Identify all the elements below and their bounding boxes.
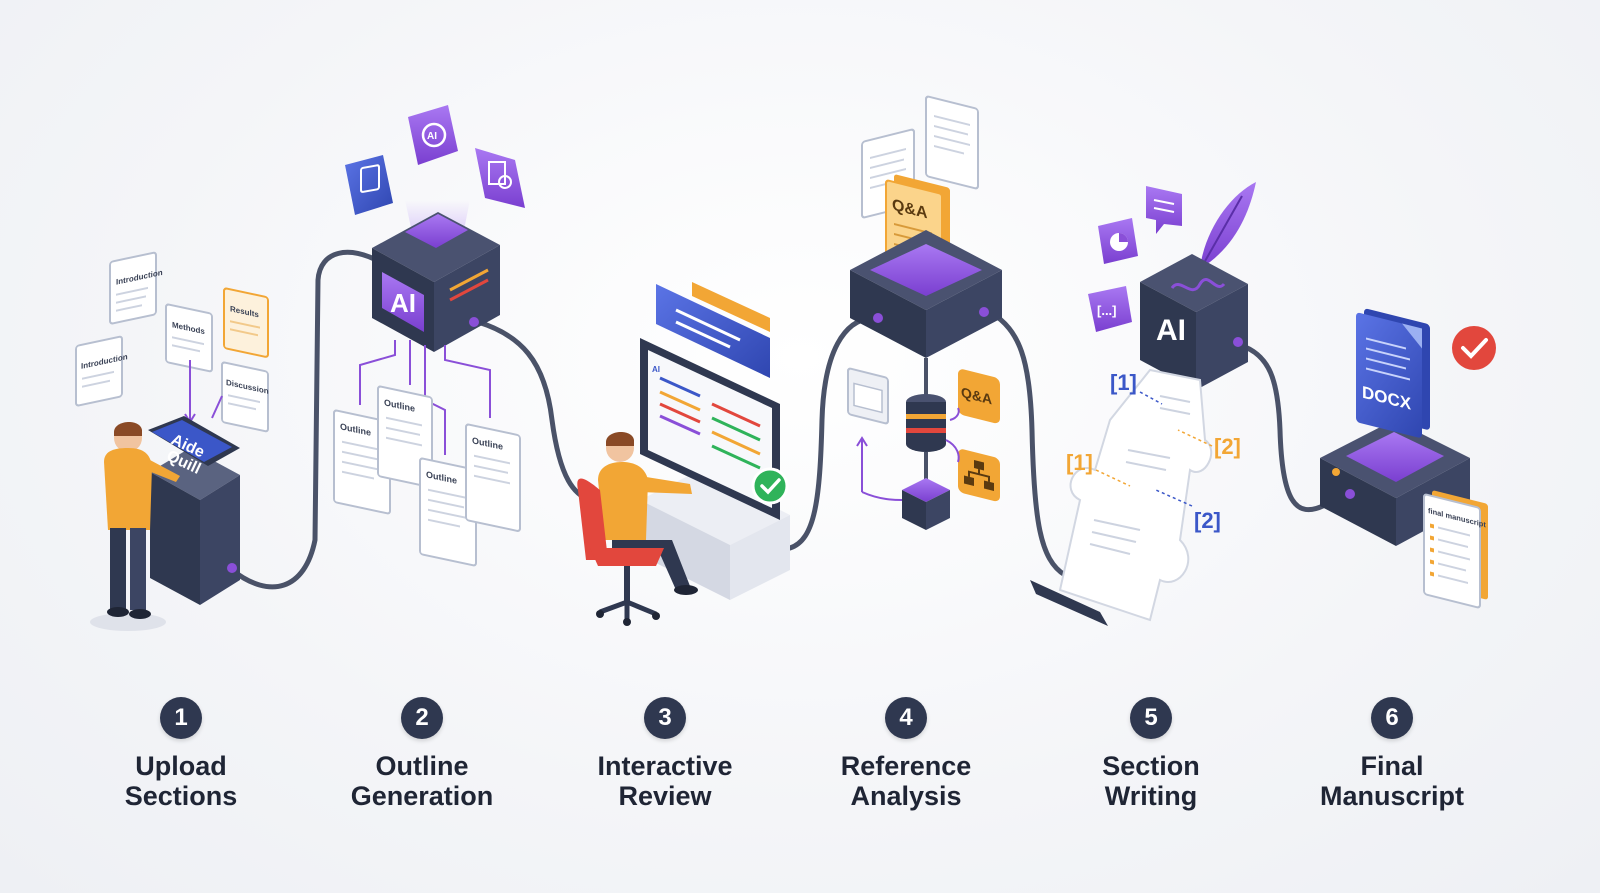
branch-arrows — [359, 340, 491, 455]
doc-results: Results — [223, 287, 269, 358]
output-cube — [902, 478, 950, 530]
chat-bubble-icon — [1146, 186, 1182, 234]
step-title-line2: Generation — [350, 781, 494, 811]
step-title-line2: Review — [618, 781, 712, 811]
connector-cables — [229, 249, 1328, 590]
step-title-line1: Reference — [840, 751, 972, 781]
qa-badge-icon: Q&A — [958, 369, 1000, 424]
approved-check-icon — [1452, 326, 1496, 370]
monitor: AI — [640, 338, 780, 520]
step-4: 4 Reference Analysis — [786, 697, 1026, 811]
step-title-line2: Writing — [1104, 781, 1198, 811]
outline-doc-3: Outline — [419, 457, 477, 567]
floating-panel-orange — [692, 282, 770, 332]
qa-badge-label: Q&A — [961, 385, 992, 409]
final-manuscript-doc: final manuscript — [1423, 490, 1488, 609]
folder-icon — [847, 367, 889, 425]
paper-scroll — [1030, 368, 1213, 626]
ellipsis-bubble-label: [...] — [1097, 303, 1117, 318]
step-2: 2 Outline Generation — [302, 697, 542, 811]
citation-1-blue: [1] — [1110, 370, 1137, 395]
step-title-line2: Sections — [124, 781, 238, 811]
step-5: 5 Section Writing — [1031, 697, 1271, 811]
person-user — [90, 421, 180, 631]
step-title-line1: Interactive — [597, 751, 733, 781]
step-number-badge: 6 — [1371, 697, 1413, 739]
stage-1-illustration: Introduction Methods Results Introductio… — [75, 251, 269, 631]
outline-doc-1: Outline — [333, 409, 391, 515]
ai-writer-box: AI — [1140, 254, 1248, 390]
ai-settings-icon: AI — [408, 105, 458, 165]
doc-discussion: Discussion — [221, 361, 269, 433]
step-number-badge: 1 — [160, 697, 202, 739]
doc-methods: Methods — [165, 303, 213, 373]
ai-writer-label: AI — [1156, 314, 1186, 347]
step-title-line1: Upload — [135, 751, 227, 781]
cable-5-6 — [1237, 342, 1328, 513]
step-number-badge: 2 — [401, 697, 443, 739]
cable-3-4 — [787, 315, 875, 551]
upload-kiosk: Aide Quill — [148, 416, 240, 605]
citation-2-blue: [2] — [1194, 508, 1221, 533]
stage-3-illustration: AI — [577, 282, 790, 626]
docx-file-icon: DOCX — [1356, 308, 1430, 438]
ai-icon-label: AI — [427, 131, 437, 142]
sitemap-icon — [958, 449, 1000, 502]
step-title-line2: Analysis — [850, 781, 962, 811]
citation-1-orange: [1] — [1066, 450, 1093, 475]
cable-4-5 — [987, 309, 1068, 578]
step-number-badge: 3 — [644, 697, 686, 739]
step-number-badge: 5 — [1130, 697, 1172, 739]
reference-doc-2 — [925, 95, 979, 190]
step-number-badge: 4 — [885, 697, 927, 739]
stage-4-illustration: Q&A — [847, 95, 1002, 530]
doc-introduction-2: Introduction — [75, 335, 128, 407]
step-title-line1: Final — [1360, 751, 1424, 781]
document-icon — [345, 155, 393, 215]
screen-logo: AI — [652, 365, 660, 374]
search-document-icon — [475, 148, 525, 208]
step-1: 1 Upload Sections — [61, 697, 301, 811]
step-3: 3 Interactive Review — [545, 697, 785, 811]
chart-bubble-icon — [1098, 218, 1138, 264]
citation-2-orange: [2] — [1214, 434, 1241, 459]
outline-doc-4: Outline — [465, 423, 521, 532]
quill-feather-icon — [1199, 182, 1256, 271]
ai-processor-box: AI — [372, 212, 500, 352]
stage-6-illustration: DOCX final manuscript — [1320, 308, 1496, 609]
step-6: 6 Final Manuscript — [1272, 697, 1512, 811]
ai-chip-label: AI — [390, 288, 416, 318]
cable-1-2 — [229, 249, 383, 590]
floating-panel-blue — [656, 284, 770, 378]
database-icon — [906, 394, 946, 452]
doc-introduction-1: Introduction — [109, 251, 163, 325]
step-title-line1: Outline — [375, 751, 469, 781]
stage-5-illustration: [...] AI [1] [2] — [1030, 182, 1256, 626]
office-chair — [577, 478, 664, 626]
outline-doc-2: Outline — [377, 385, 433, 488]
cable-2-3 — [475, 319, 593, 503]
stage-2-illustration: AI AI Outline — [333, 105, 525, 567]
step-title-line2: Manuscript — [1319, 781, 1465, 811]
step-title-line1: Section — [1102, 751, 1200, 781]
reference-hub-box — [850, 230, 1002, 358]
ellipsis-bubble-icon: [...] — [1088, 286, 1132, 332]
checkmark-icon — [751, 467, 789, 505]
